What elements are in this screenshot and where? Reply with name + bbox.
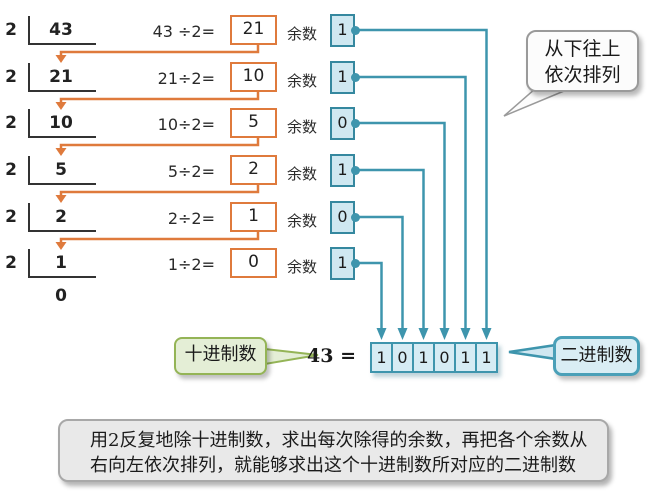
division-row: 2 43 43 ÷2= 21 余数 1 bbox=[0, 14, 658, 47]
equation: 43 ÷2= bbox=[152, 22, 215, 41]
blue-callout-tail bbox=[508, 343, 558, 361]
remainder-label: 余数 bbox=[287, 25, 318, 43]
final-quotient-zero: 0 bbox=[55, 286, 67, 306]
connector-dot bbox=[351, 26, 360, 35]
explanation-line1: 用2反复地除十进制数，求出每次除得的余数，再把各个余数从 bbox=[90, 430, 588, 451]
remainder-label: 余数 bbox=[287, 165, 318, 183]
remainder-label: 余数 bbox=[287, 212, 318, 230]
explanation-box: 用2反复地除十进制数，求出每次除得的余数，再把各个余数从 右向左依次排列，就能够… bbox=[58, 419, 609, 482]
remainder-box: 1 bbox=[330, 154, 355, 187]
division-bracket bbox=[28, 203, 96, 232]
divisor: 2 bbox=[5, 20, 17, 40]
division-row: 2 2 2÷2= 1 余数 0 bbox=[0, 201, 658, 234]
connector-dot bbox=[351, 166, 360, 175]
quotient-box: 5 bbox=[230, 108, 277, 138]
quotient-box: 10 bbox=[230, 62, 277, 92]
quotient-box: 2 bbox=[230, 155, 277, 185]
dividend: 21 bbox=[49, 67, 73, 87]
division-row: 2 1 1÷2= 0 余数 1 bbox=[0, 247, 658, 280]
binary-label-callout: 二进制数 bbox=[553, 336, 640, 376]
remainder-label: 余数 bbox=[287, 118, 318, 136]
binary-digit-row: 1 0 1 0 1 1 bbox=[370, 342, 498, 373]
equation: 5÷2= bbox=[167, 162, 215, 181]
dividend: 10 bbox=[49, 113, 73, 133]
division-bracket bbox=[28, 109, 96, 138]
quotient-box: 1 bbox=[230, 202, 277, 232]
binary-digit: 1 bbox=[412, 342, 435, 373]
teal-arrowheads bbox=[376, 328, 492, 340]
divisor: 2 bbox=[5, 160, 17, 180]
division-row: 2 10 10÷2= 5 余数 0 bbox=[0, 107, 658, 140]
dividend: 43 bbox=[49, 20, 73, 40]
equation: 21÷2= bbox=[157, 69, 215, 88]
order-callout: 从下往上 依次排列 bbox=[526, 30, 639, 92]
equation: 10÷2= bbox=[157, 115, 215, 134]
division-bracket bbox=[28, 16, 96, 45]
order-callout-line1: 从下往上 bbox=[544, 38, 621, 60]
remainder-label: 余数 bbox=[287, 72, 318, 90]
quotient-box: 21 bbox=[230, 15, 277, 45]
binary-digit: 1 bbox=[475, 342, 498, 373]
equation: 2÷2= bbox=[167, 209, 215, 228]
connector-dot bbox=[351, 259, 360, 268]
binary-digit: 0 bbox=[433, 342, 456, 373]
division-bracket bbox=[28, 63, 96, 92]
divisor: 2 bbox=[5, 113, 17, 133]
division-row: 2 21 21÷2= 10 余数 1 bbox=[0, 61, 658, 94]
connector-dot bbox=[351, 119, 360, 128]
equation: 1÷2= bbox=[167, 255, 215, 274]
decimal-value: 43 = bbox=[307, 345, 356, 367]
explanation-line2: 右向左依次排列，就能够求出这个十进制数所对应的二进制数 bbox=[90, 455, 576, 476]
binary-digit: 1 bbox=[370, 342, 393, 373]
remainder-label: 余数 bbox=[287, 258, 318, 276]
connector-dot bbox=[351, 73, 360, 82]
quotient-box: 0 bbox=[230, 248, 277, 278]
connector-dot bbox=[351, 213, 360, 222]
divisor: 2 bbox=[5, 67, 17, 87]
dividend: 2 bbox=[55, 207, 67, 227]
division-row: 2 5 5÷2= 2 余数 1 bbox=[0, 154, 658, 187]
order-callout-line2: 依次排列 bbox=[544, 64, 621, 86]
divisor: 2 bbox=[5, 253, 17, 273]
binary-digit: 0 bbox=[391, 342, 414, 373]
decimal-label-callout: 十进制数 bbox=[174, 337, 267, 375]
dividend: 1 bbox=[55, 253, 67, 273]
binary-digit: 1 bbox=[454, 342, 477, 373]
dividend: 5 bbox=[55, 160, 67, 180]
divisor: 2 bbox=[5, 207, 17, 227]
division-bracket bbox=[28, 156, 96, 185]
division-bracket bbox=[28, 249, 96, 278]
